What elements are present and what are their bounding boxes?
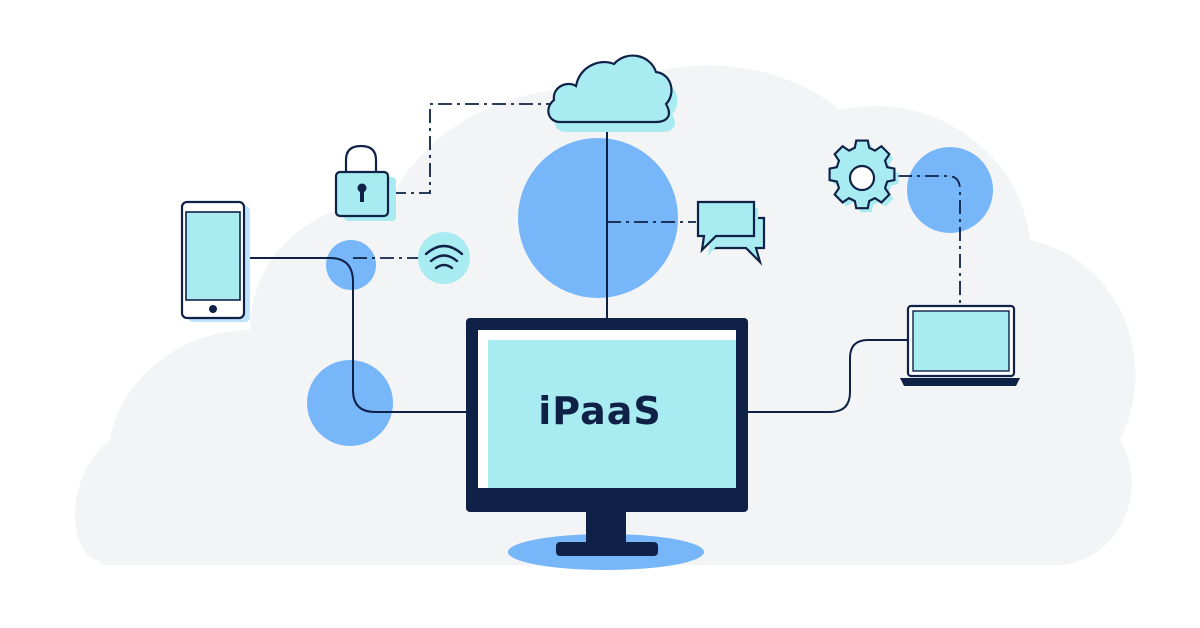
accent-circle-left-large (307, 360, 393, 446)
laptop-icon (900, 304, 1020, 386)
monitor-icon: iPaaS (466, 318, 748, 570)
wifi-icon (418, 232, 470, 284)
accent-circle-right (907, 147, 993, 233)
lock-icon (334, 144, 396, 221)
smartphone-icon (180, 200, 250, 322)
dashed-connectors (353, 103, 961, 305)
accent-circle-center (518, 138, 678, 298)
monitor-label: iPaaS (538, 389, 662, 433)
connectors (243, 120, 910, 413)
accent-circle-left-small (326, 240, 376, 290)
gear-icon (828, 139, 899, 213)
cloud-icon (547, 54, 678, 132)
chat-icon (696, 200, 766, 266)
